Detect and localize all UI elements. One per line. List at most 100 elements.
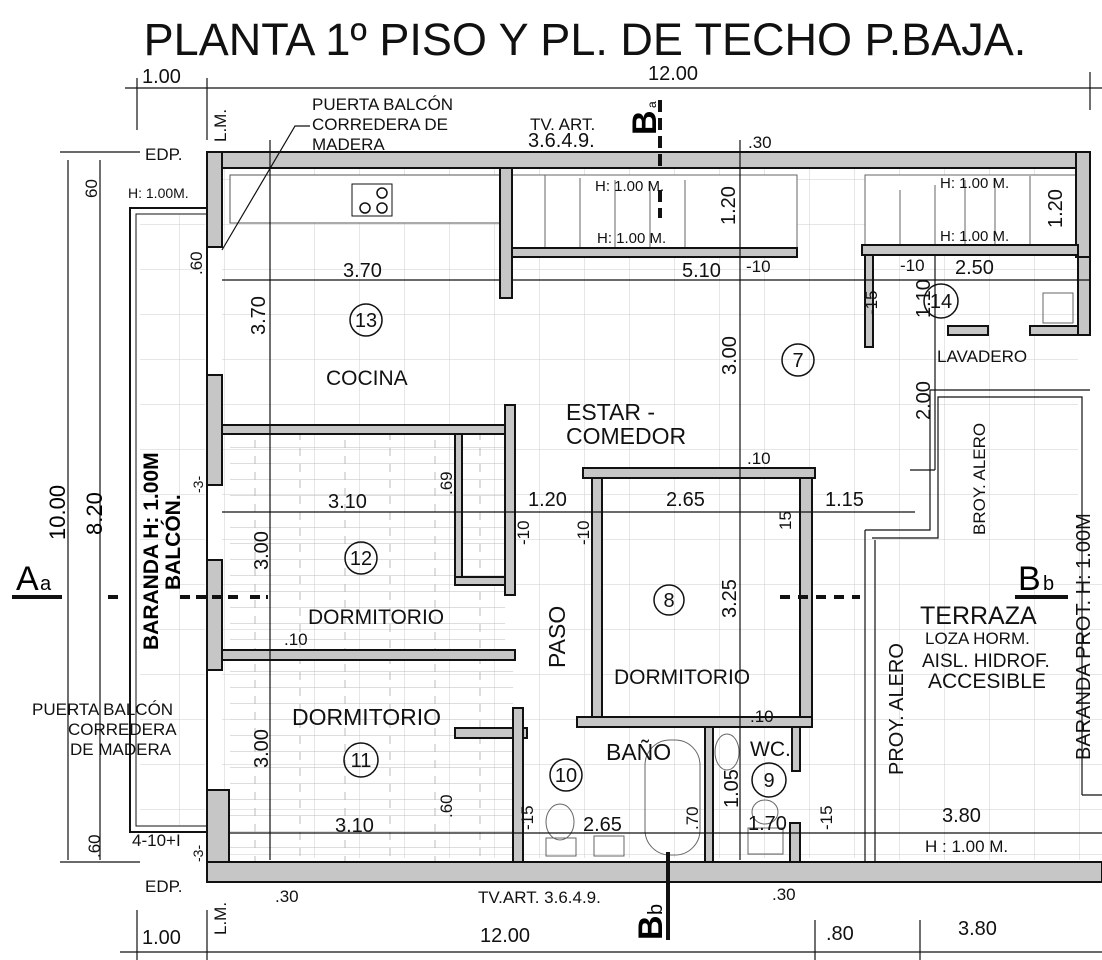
balcony-rail-inner	[135, 213, 208, 827]
dim-bot-30a: .30	[275, 887, 299, 906]
dim-v-m10a: -10	[514, 520, 533, 545]
stairs-right	[864, 174, 1079, 246]
dim-v-820: 8.20	[82, 492, 107, 535]
dim-v-120a: 1.20	[718, 186, 740, 225]
room-number-12: 12	[344, 541, 378, 575]
room-number-13: 13	[349, 303, 383, 337]
lm-label-bottom: L.M.	[211, 902, 230, 935]
room-bano: BAÑO	[606, 739, 671, 765]
dim-bot-30b: .30	[772, 885, 796, 904]
puerta-leader	[221, 125, 310, 251]
balcony-height-label: H: 1.00M.	[128, 185, 189, 201]
room-number-9: 9	[751, 762, 787, 798]
room-estar-1: ESTAR -	[566, 399, 655, 425]
terrace-height-label: H : 1.00 M.	[925, 837, 1008, 856]
room-paso: PASO	[544, 606, 570, 668]
dim-v-3a: -3-	[190, 476, 206, 493]
room-estar-2: COMEDOR	[566, 423, 686, 449]
balcony-floor	[140, 215, 205, 825]
dim-top-30: .30	[748, 133, 772, 152]
dim-bano-265: 2.65	[583, 814, 622, 836]
dimension-lines	[60, 72, 1102, 960]
puerta-top-2: CORREDERA DE	[312, 115, 448, 134]
room-dorm11: DORMITORIO	[292, 704, 441, 730]
dim-v-3b: -3-	[190, 845, 206, 862]
dim-d8b-10: .10	[750, 707, 774, 726]
stair-h-4: H: 1.00 M.	[940, 228, 1009, 245]
dim-bot-380: 3.80	[958, 918, 997, 940]
room-number-14: 14	[923, 283, 959, 319]
dim-v-110: 1.10	[913, 279, 935, 318]
room-terraza-4: ACCESIBLE	[928, 670, 1046, 693]
tv-top-2: 3.6.4.9.	[528, 130, 595, 152]
dim-v-300c: 3.00	[251, 729, 273, 768]
dorm11-floor	[230, 660, 513, 862]
dim-top-100: 1.00	[142, 66, 181, 88]
room-cocina: COCINA	[326, 367, 408, 390]
dim-v-60b: .60	[187, 251, 206, 275]
room-number-10: 10	[549, 758, 583, 792]
dim-bot-100: 1.00	[142, 927, 181, 949]
section-b-right-sub: b	[1043, 573, 1054, 595]
section-b-top-sub: a	[645, 101, 659, 108]
dim-m10a: -10	[746, 257, 771, 276]
room-number-9-text: 9	[763, 770, 774, 792]
section-cut-a	[12, 100, 1068, 940]
dim-v-370: 3.70	[248, 296, 270, 335]
dim-lav-250: 2.50	[955, 257, 994, 279]
dim-v-15d: -15	[817, 805, 836, 830]
dim-v-200: 2.00	[913, 381, 935, 420]
dim-v-325: 3.25	[719, 579, 741, 618]
dim-v-105: 1.05	[721, 769, 743, 808]
dim-v-1000: 10.00	[45, 485, 70, 540]
stove-icon	[351, 183, 393, 217]
baranda-balcon-1: BARANDA H: 1.00M	[140, 452, 163, 650]
dim-d8-115: 1.15	[825, 489, 864, 511]
room-terraza-3: AISL. HIDROF.	[922, 651, 1050, 672]
dim-v-60: 60	[82, 179, 101, 198]
tv-bottom: TV.ART. 3.6.4.9.	[478, 888, 601, 907]
stair-h-2: H: 1.00 M.	[597, 230, 666, 247]
room-terraza-2: LOZA HORM.	[925, 629, 1030, 648]
room-number-7-text: 7	[792, 350, 803, 372]
room-number-11: 11	[343, 742, 379, 778]
stair-h-3: H: 1.00 M.	[940, 175, 1009, 192]
room-number-10-text: 10	[555, 765, 577, 787]
dim-v-15a: -15	[862, 290, 881, 315]
alero-lines	[864, 389, 1102, 862]
section-a-sub: a	[40, 573, 52, 595]
room-lavadero: LAVADERO	[937, 347, 1027, 366]
room-number-14-text: 14	[930, 291, 952, 313]
note-4-10: 4-10+I	[132, 831, 181, 850]
dim-ter-380: 3.80	[942, 805, 981, 827]
room-dorm12: DORMITORIO	[308, 606, 444, 629]
dim-d8-10: .10	[747, 449, 771, 468]
dim-v-70: .70	[683, 806, 702, 830]
dim-v-m10b: -10	[574, 520, 593, 545]
baranda-balcon-2: BALCÓN.	[161, 494, 185, 590]
dim-v-300a: 3.00	[719, 336, 741, 375]
section-b-bottom-letter: B	[632, 915, 670, 940]
edp-label-top: EDP.	[145, 145, 183, 164]
baranda-prot-label: BARANDA PROT. H: 1.00M	[1073, 513, 1095, 760]
dim-v-60c: .60	[437, 794, 456, 818]
section-b-bottom-sub: b	[645, 904, 667, 915]
dim-v-15c: -15	[518, 805, 537, 830]
room-number-8: 8	[653, 584, 685, 616]
room-number-12-text: 12	[350, 548, 372, 570]
dim-v-69: .69	[437, 471, 456, 495]
dim-bot-1200: 12.00	[480, 925, 530, 947]
page-title: PLANTA 1º PISO Y PL. DE TECHO P.BAJA.	[144, 14, 1027, 65]
dim-cocina-370: 3.70	[343, 260, 382, 282]
walls	[206, 151, 1102, 883]
section-a-letter: A	[16, 560, 39, 598]
dim-v-15b: 15	[776, 511, 795, 530]
dim-v-60d: .60	[85, 834, 104, 858]
room-number-13-text: 13	[355, 310, 377, 332]
lm-label-top: L.M.	[211, 109, 230, 142]
puerta-bottom-2: CORREDERA	[68, 720, 177, 739]
puerta-top-3: MADERA	[312, 135, 385, 154]
dim-paso-120: 1.20	[528, 489, 567, 511]
stair-h-1: H: 1.00 M.	[595, 178, 664, 195]
